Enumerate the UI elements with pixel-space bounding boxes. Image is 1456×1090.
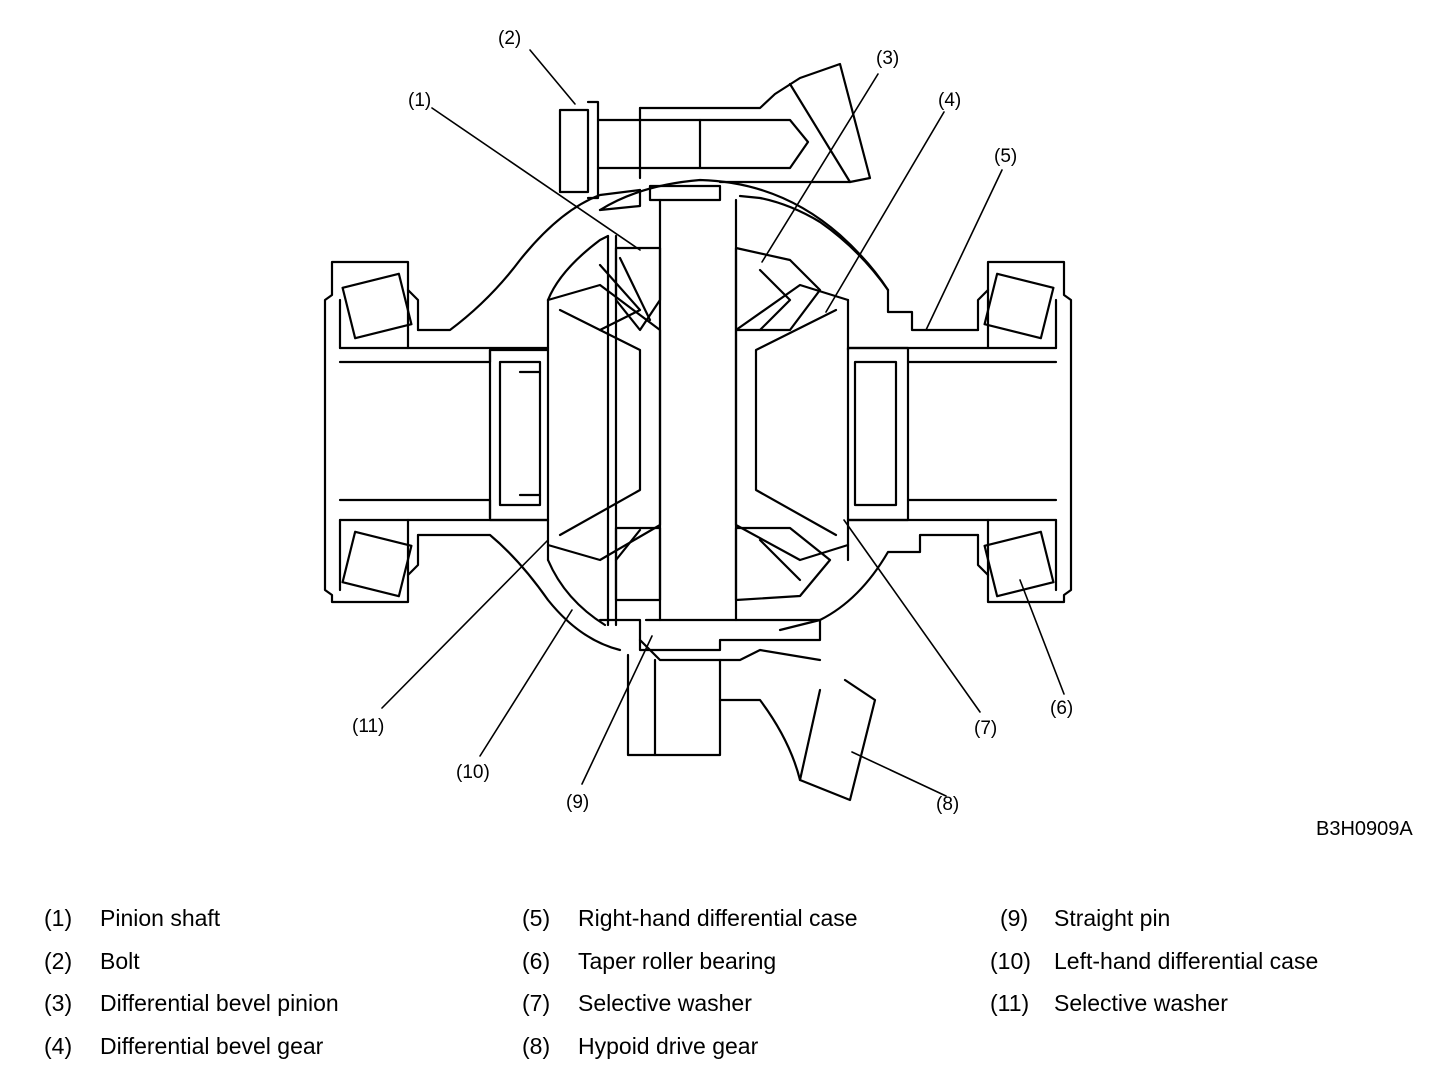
legend-label: Taper roller bearing — [578, 947, 777, 974]
right-bearing — [978, 262, 1071, 602]
bolt — [560, 64, 870, 198]
legend-label: Hypoid drive gear — [578, 1032, 759, 1059]
leader-lines — [382, 50, 1064, 796]
legend-number: (3) — [44, 990, 73, 1017]
legend-number: (7) — [522, 990, 551, 1017]
bevel-pinion-bottom — [616, 528, 830, 600]
legend-label: Straight pin — [1054, 905, 1171, 931]
bevel-gear-right — [736, 285, 848, 560]
carrier-shell — [548, 180, 888, 625]
legend-number: (5) — [522, 905, 551, 931]
legend-number: (9) — [1000, 905, 1029, 931]
legend-label: Differential bevel pinion — [100, 990, 339, 1017]
legend-label: Bolt — [100, 947, 140, 974]
callout-2: (2) — [498, 28, 521, 49]
callout-6: (6) — [1050, 698, 1073, 719]
callout-numbers: (1) (2) (3) (4) (5) (6) (7) (8) (9) (10)… — [352, 28, 1073, 815]
pinion-shaft — [608, 186, 736, 625]
legend-number: (8) — [522, 1032, 551, 1059]
lower-pin-and-gear — [600, 620, 875, 800]
legend-number: (4) — [44, 1032, 73, 1059]
legend-label: Pinion shaft — [100, 905, 221, 931]
figure-code: B3H0909A — [1316, 818, 1413, 840]
legend-label: Differential bevel gear — [100, 1032, 324, 1059]
callout-8: (8) — [936, 794, 959, 815]
callout-3: (3) — [876, 48, 899, 69]
legend-number: (2) — [44, 947, 73, 974]
callout-11: (11) — [352, 716, 384, 737]
callout-10: (10) — [456, 762, 490, 783]
legend-label: Selective washer — [1054, 990, 1228, 1017]
left-bearing — [325, 262, 418, 602]
legend-label: Left-hand differential case — [1054, 947, 1319, 974]
legend-label: Right-hand differential case — [578, 905, 858, 931]
callout-1: (1) — [408, 90, 431, 111]
callout-9: (9) — [566, 792, 589, 813]
callout-5: (5) — [994, 146, 1017, 167]
legend-number: (10) — [990, 947, 1031, 974]
bevel-pinion-top — [600, 248, 820, 330]
legend-number: (11) — [990, 990, 1030, 1017]
differential-cross-section-diagram: (1) (2) (3) (4) (5) (6) (7) (8) (9) (10)… — [0, 28, 1073, 815]
legend-label: Selective washer — [578, 990, 752, 1017]
legend-number: (1) — [44, 905, 73, 931]
bevel-gear-left — [548, 285, 660, 560]
left-case-hub — [340, 190, 640, 650]
callout-4: (4) — [938, 90, 961, 111]
legend-number: (6) — [522, 947, 551, 974]
callout-7: (7) — [974, 718, 997, 739]
